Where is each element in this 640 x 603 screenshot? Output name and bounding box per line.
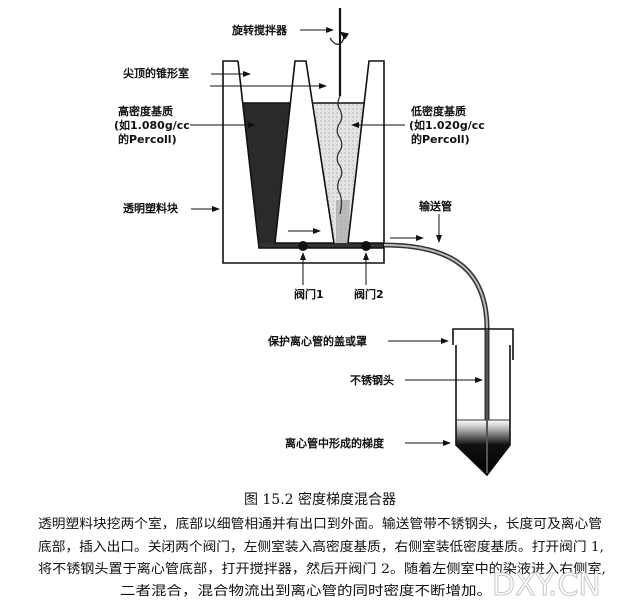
- label-valve-1: 阀门1: [294, 287, 324, 301]
- caption-line-2: 底部，插入出口。关闭两个阀门，左侧室装入高密度基质，右侧室装低密度基质。打开阀门…: [38, 539, 604, 555]
- caption-line-1: 透明塑料块挖两个室，底部以细管相通并有出口到外面。输送管带不锈钢头，长度可及离心…: [38, 516, 602, 532]
- valve-2: [361, 241, 371, 251]
- rotating-stirrer: [329, 8, 349, 215]
- figure-title: 图 15.2 密度梯度混合器: [244, 491, 396, 508]
- label-plastic-block: 透明塑料块: [123, 201, 179, 215]
- label-stirrer: 旋转搅拌器: [231, 23, 288, 37]
- label-high-density-percoll: 的Percoll): [118, 132, 177, 146]
- caption-line-4: 二者混合，混合物流出到离心管的同时密度不断增加。: [120, 583, 492, 599]
- delivery-tube: [383, 242, 490, 473]
- label-high-density: 高密度基质: [118, 104, 173, 118]
- label-low-density-value: (如1.020g/cc: [409, 118, 485, 132]
- label-delivery-tube: 输送管: [419, 199, 452, 213]
- bottom-channel: [259, 243, 384, 248]
- mixing-zone: [336, 200, 350, 243]
- label-low-density-percoll: 的Percoll): [411, 132, 470, 146]
- label-valve-2: 阀门2: [354, 287, 384, 301]
- watermark: DXY.CN: [492, 568, 601, 603]
- label-high-density-value: (如1.080g/cc: [114, 118, 190, 132]
- label-cap: 保护离心管的盖或罩: [267, 334, 367, 348]
- protective-cap: [452, 328, 514, 360]
- label-cone-chamber: 尖顶的锥形室: [123, 66, 189, 80]
- label-steel-tip: 不锈钢头: [350, 373, 394, 387]
- valve-1: [298, 241, 308, 251]
- rotation-arrow-icon: [329, 31, 349, 45]
- caption-line-3: 将不锈钢头置于离心管底部，打开搅拌器，然后开阀门 2。随着左侧室中的染液进入右侧…: [38, 561, 606, 577]
- centrifuge-tube: [452, 328, 514, 477]
- label-low-density: 低密度基质: [410, 104, 466, 118]
- plastic-block: [222, 60, 385, 264]
- label-gradient: 离心管中形成的梯度: [285, 436, 385, 450]
